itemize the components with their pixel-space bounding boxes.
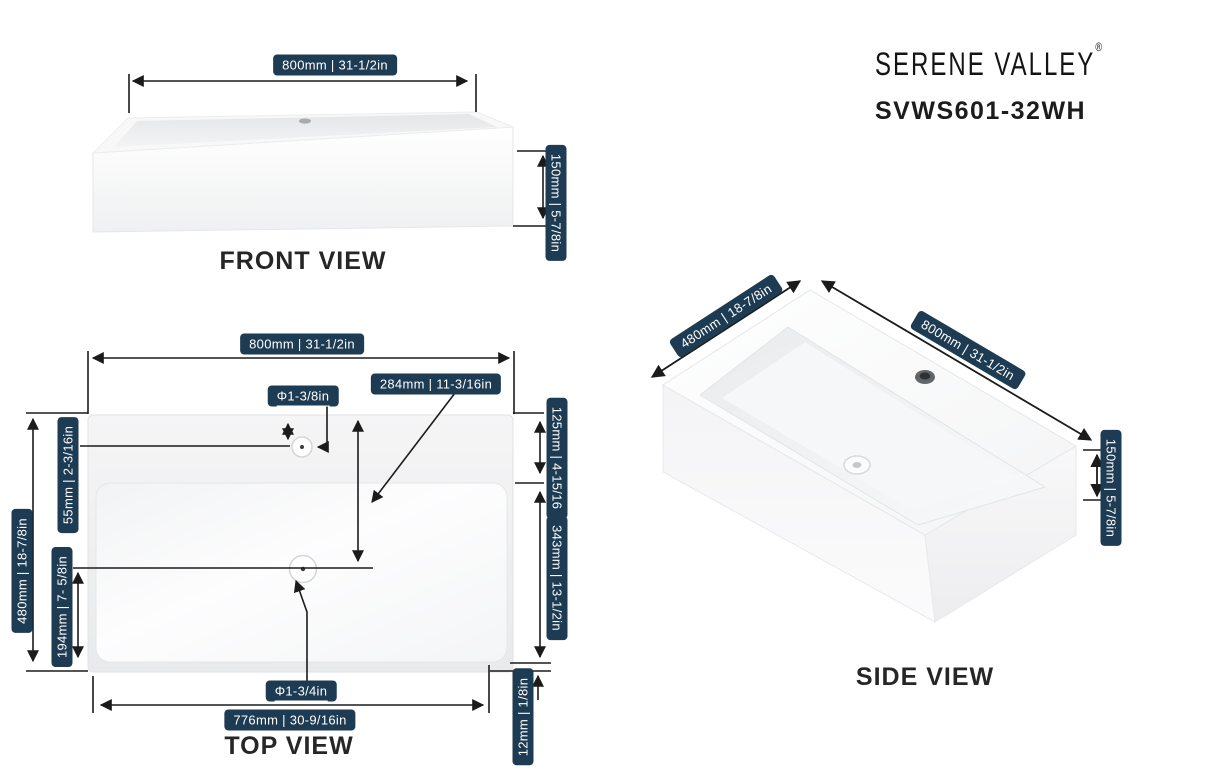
front-width-dimension-badge: 800mm | 31-1/2in [273, 54, 397, 76]
top-depth-dimension-badge: 480mm | 18-7/8in [11, 509, 33, 633]
drain-offset-bottom-dimension-badge: 194mm | 7- 5/8in [51, 546, 73, 668]
basin-width-dimension-badge: 776mm | 30-9/16in [224, 709, 356, 731]
top-view-sink-drawing [87, 414, 514, 673]
side-height-dimension-badge: 150mm | 5-7/8in [1100, 429, 1122, 547]
side-view-sink-drawing [662, 289, 1077, 623]
top-width-dimension-badge: 800mm | 31-1/2in [240, 333, 364, 355]
front-faucet-hole-icon [299, 118, 311, 124]
drain-offset-top-dimension-badge: 284mm | 11-3/16in [370, 373, 502, 395]
front-view-label: FRONT VIEW [219, 247, 387, 275]
front-view-sink-drawing [91, 111, 514, 233]
faucet-offset-dimension-badge: 55mm | 2-3/16in [57, 416, 79, 534]
side-view-label: SIDE VIEW [855, 663, 995, 691]
wall-thickness-dimension-badge: 12mm | 1/8in [512, 668, 534, 766]
basin-depth-dimension-badge: 343mm | 13-1/2in [546, 516, 568, 640]
brand-logo-text: SERENE VALLEY [875, 46, 1096, 84]
brand-logo: SERENE VALLEY® [875, 40, 1102, 85]
product-model-number: SVWS601-32WH [875, 97, 1087, 125]
top-view-label: TOP VIEW [224, 732, 354, 760]
front-height-dimension-badge: 150mm | 5-7/8in [545, 144, 567, 262]
deck-depth-dimension-badge: 125mm | 4-15/16 [546, 397, 568, 519]
side-view-dimension-lines [650, 280, 1107, 501]
faucet-hole-diameter-badge: Φ1-3/8in [267, 385, 339, 407]
drain-diameter-badge: Φ1-3/4in [265, 680, 337, 702]
registered-trademark-symbol: ® [1095, 40, 1102, 54]
brand-block: SERENE VALLEY® SVWS601-32WH [875, 40, 1102, 126]
